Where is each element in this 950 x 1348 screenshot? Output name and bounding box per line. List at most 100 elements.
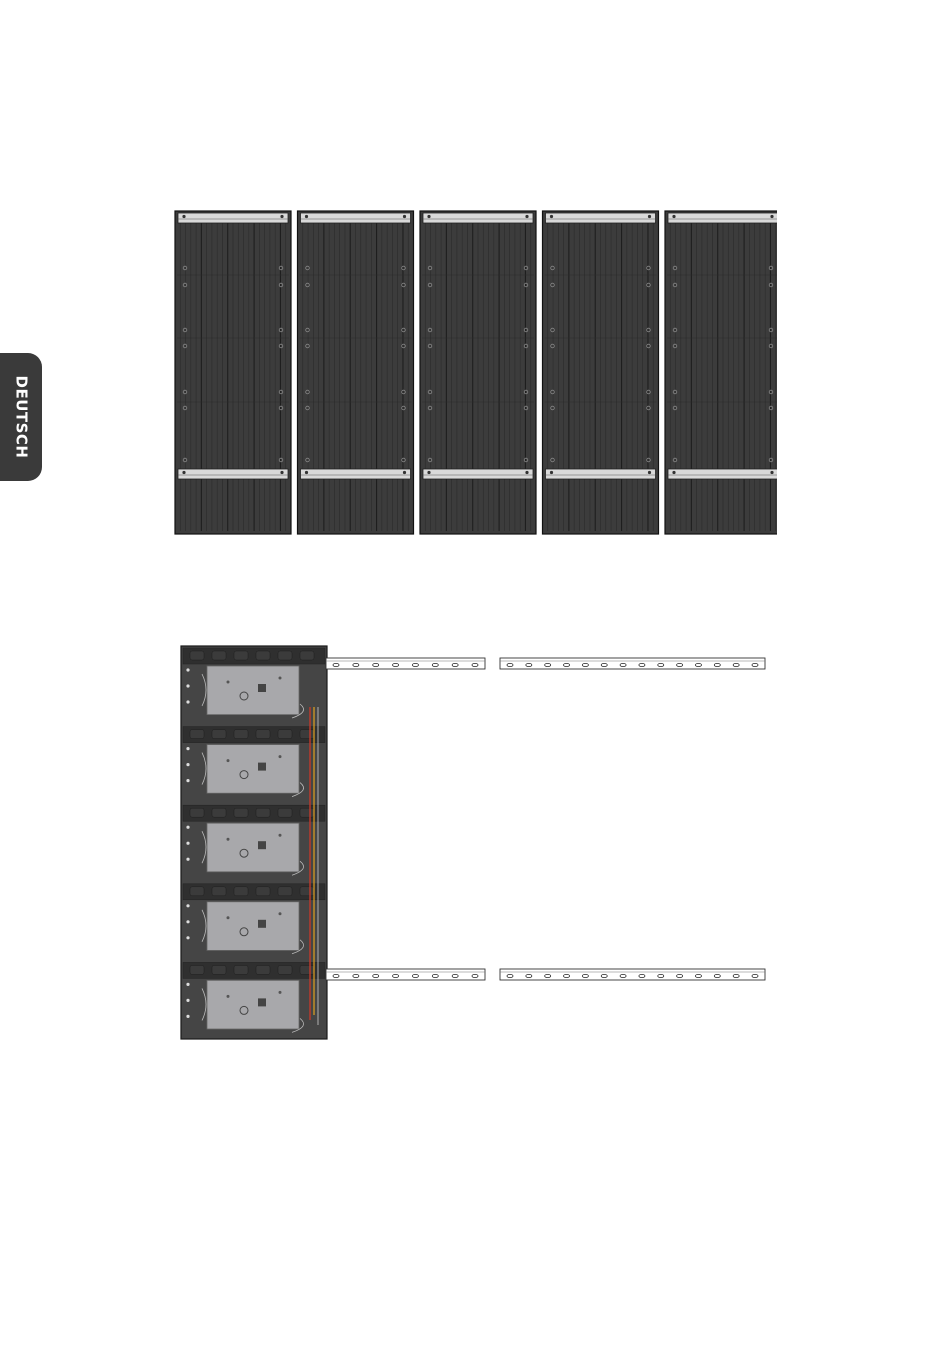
mounting-bracket (546, 213, 656, 223)
mounting-bracket (423, 213, 533, 223)
control-dot (227, 759, 230, 762)
side-jack (186, 920, 189, 923)
bracket-screw (525, 471, 528, 474)
control-dot (227, 995, 230, 998)
side-jack (186, 668, 189, 671)
side-jack (186, 999, 189, 1002)
module-clip (190, 965, 204, 974)
bracket-screw (550, 471, 553, 474)
cabinet-1 (175, 211, 291, 534)
cabinet-4 (543, 211, 659, 534)
module-clip (212, 887, 226, 896)
side-jack (186, 1015, 189, 1018)
language-tab: DEUTSCH (0, 353, 42, 481)
module-clip (300, 808, 314, 817)
control-chip (258, 763, 266, 771)
control-dot (279, 912, 282, 915)
bracket-bar (178, 213, 288, 223)
bracket-screw (672, 471, 675, 474)
bracket-screw (305, 471, 308, 474)
module-clip (234, 730, 248, 739)
side-jack (186, 983, 189, 986)
cabinet-5 (665, 211, 777, 534)
module-clip (300, 651, 314, 660)
module-clip (190, 808, 204, 817)
module-clip (190, 651, 204, 660)
control-dot (279, 991, 282, 994)
bracket-bar (301, 213, 411, 223)
module-clip (300, 887, 314, 896)
control-dot (227, 681, 230, 684)
bracket-bar (178, 469, 288, 479)
language-tab-label: DEUTSCH (12, 376, 30, 459)
bracket-screw (648, 215, 651, 218)
mounting-bracket (301, 213, 411, 223)
module-clip (190, 887, 204, 896)
module-clip (234, 651, 248, 660)
module-clip (212, 651, 226, 660)
bracket-bar (546, 213, 656, 223)
control-chip (258, 998, 266, 1006)
bracket-bar (546, 469, 656, 479)
mounting-bracket (301, 469, 411, 479)
bracket-screw (525, 215, 528, 218)
rail-bar (500, 969, 765, 980)
mounting-rail-figure (180, 645, 770, 1040)
mounting-rail-2-2 (500, 969, 765, 980)
side-jack (186, 779, 189, 782)
bracket-bar (668, 213, 777, 223)
bracket-bar (423, 469, 533, 479)
bracket-screw (403, 215, 406, 218)
mounting-rail-drawing (180, 645, 770, 1040)
module-clip (212, 808, 226, 817)
bracket-screw (305, 215, 308, 218)
module-clip (278, 887, 292, 896)
mounting-bracket (668, 469, 777, 479)
mounting-bracket (546, 469, 656, 479)
mounting-bracket (178, 213, 288, 223)
mounting-bracket (668, 213, 777, 223)
module-clip (212, 965, 226, 974)
bracket-bar (668, 469, 777, 479)
module-clip (190, 730, 204, 739)
bracket-screw (427, 471, 430, 474)
control-chip (258, 684, 266, 692)
cabinet-3 (420, 211, 536, 534)
bracket-screw (403, 471, 406, 474)
side-jack (186, 826, 189, 829)
bracket-screw (550, 215, 553, 218)
control-dot (279, 834, 282, 837)
control-dot (227, 838, 230, 841)
cabinet-2 (298, 211, 414, 534)
module-clip (300, 730, 314, 739)
module-clip (234, 808, 248, 817)
module-clip (256, 808, 270, 817)
module-clip (300, 965, 314, 974)
rear-cabinet (181, 646, 327, 1039)
bracket-screw (182, 215, 185, 218)
module-clip (278, 965, 292, 974)
bracket-screw (427, 215, 430, 218)
module-clip (256, 887, 270, 896)
bracket-screw (770, 471, 773, 474)
mounting-rail-1-2 (500, 658, 765, 669)
mounting-rail-1-1 (326, 658, 485, 669)
module-clip (234, 887, 248, 896)
cabinet-row-drawing (174, 210, 777, 535)
side-jack (186, 684, 189, 687)
control-chip (258, 920, 266, 928)
control-dot (279, 677, 282, 680)
control-dot (279, 755, 282, 758)
bracket-bar (301, 469, 411, 479)
module-clip (256, 651, 270, 660)
module-clip (278, 808, 292, 817)
control-dot (227, 916, 230, 919)
side-jack (186, 763, 189, 766)
bracket-screw (182, 471, 185, 474)
rail-bar (326, 969, 485, 980)
mounting-bracket (178, 469, 288, 479)
side-jack (186, 842, 189, 845)
bracket-screw (648, 471, 651, 474)
bracket-bar (423, 213, 533, 223)
side-jack (186, 747, 189, 750)
